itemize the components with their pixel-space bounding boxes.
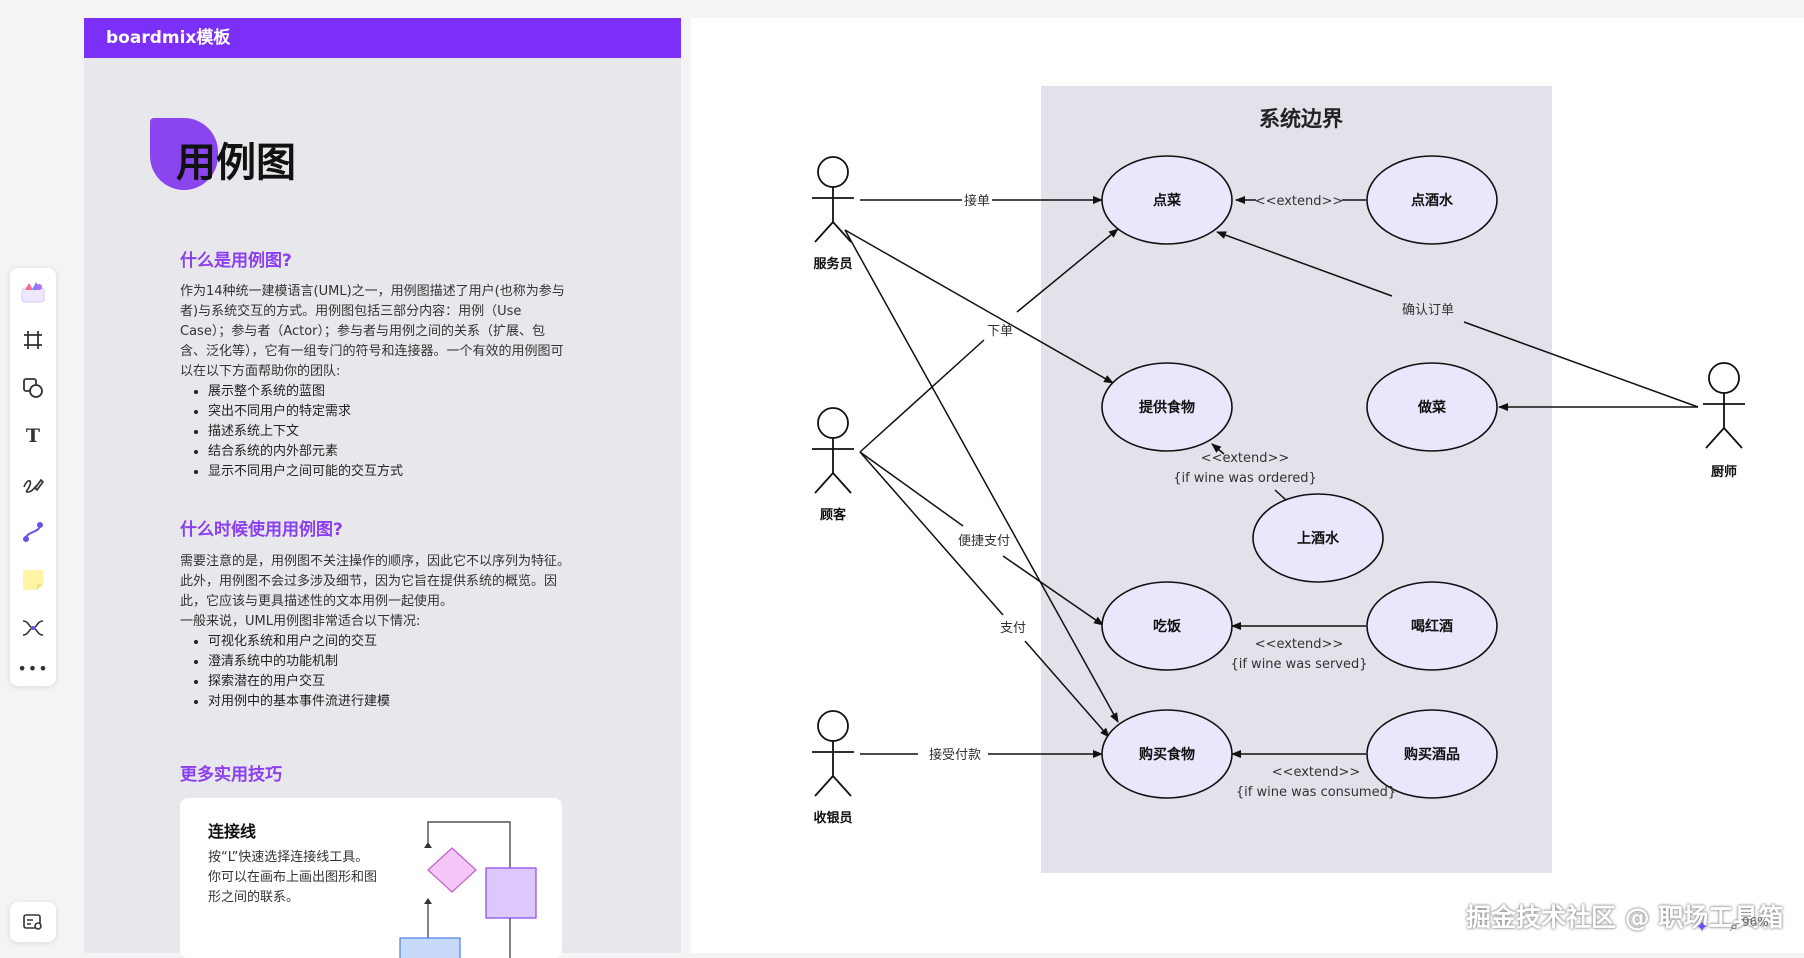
- usecase-order[interactable]: [1101, 155, 1233, 245]
- usecase-label: 购买酒品: [1404, 746, 1460, 763]
- list-item: 结合系统的内外部元素: [208, 442, 403, 462]
- tip-text: 按“L”快速选择连接线工具。你可以在画布上画出图形和图形之间的联系。: [208, 850, 378, 905]
- text-icon[interactable]: T: [25, 425, 41, 447]
- usecase-label: 吃饭: [1153, 618, 1182, 635]
- relation-label: 下单: [987, 324, 1013, 339]
- usecase-label: 提供食物: [1139, 399, 1195, 416]
- pen-icon[interactable]: [17, 468, 49, 500]
- list-item: 展示整个系统的蓝图: [208, 382, 403, 402]
- section-body: 作为14种统一建模语言(UML)之一，用例图描述了用户(也称为参与者)与系统交互…: [180, 284, 565, 379]
- relation-label: 便捷支付: [958, 534, 1010, 549]
- relation-label: 接单: [964, 193, 990, 209]
- actor-label: 厨师: [1711, 464, 1737, 480]
- zoom-icon[interactable]: ⌕: [1729, 917, 1739, 935]
- connector-icon[interactable]: [17, 516, 49, 548]
- relation-label: {if wine was served}: [1230, 657, 1367, 672]
- tip-title: 连接线: [208, 822, 257, 841]
- relation-label: {if wine was consumed}: [1236, 785, 1396, 800]
- relation-label: <<extend>>: [1255, 637, 1344, 652]
- zoom-level[interactable]: 96%: [1742, 915, 1769, 929]
- usecase-serve-food[interactable]: [1101, 362, 1233, 452]
- template-icon[interactable]: [17, 276, 49, 308]
- usecase-cook[interactable]: [1366, 362, 1498, 452]
- mindmap-icon[interactable]: [17, 612, 49, 644]
- usecase-label: 喝红酒: [1411, 618, 1453, 635]
- actor-chef[interactable]: [1703, 362, 1745, 449]
- relation-label: <<extend>>: [1272, 765, 1361, 780]
- list-item: 突出不同用户的特定需求: [208, 402, 403, 422]
- more-icon[interactable]: •••: [17, 658, 49, 678]
- list-item: 澄清系统中的功能机制: [208, 652, 390, 672]
- shape-icon[interactable]: [17, 372, 49, 404]
- actor-cashier[interactable]: [812, 710, 854, 797]
- list-item: 描述系统上下文: [208, 422, 403, 442]
- actor-customer[interactable]: [812, 407, 854, 494]
- relation-label: <<extend>>: [1201, 451, 1290, 466]
- usecase-label: 点酒水: [1411, 192, 1454, 209]
- relation-label: 确认订单: [1402, 303, 1454, 318]
- actor-label: 顾客: [820, 507, 847, 523]
- usecase-label: 上酒水: [1297, 530, 1340, 547]
- actor-label: 服务员: [813, 256, 852, 272]
- list-item: 可视化系统和用户之间的交互: [208, 632, 390, 652]
- watermark: 掘金技术社区 @ 职场工具箱: [1466, 903, 1784, 932]
- actor-label: 收银员: [813, 810, 852, 826]
- left-toolbar: T •••: [10, 268, 56, 686]
- relation-label: {if wine was ordered}: [1173, 471, 1317, 486]
- panel-header: boardmix模板: [84, 18, 681, 58]
- frame-icon[interactable]: [17, 324, 49, 356]
- list-item: 显示不同用户之间可能的交互方式: [208, 462, 403, 482]
- usecase-order-wine[interactable]: [1366, 155, 1498, 245]
- list-item: 对用例中的基本事件流进行建模: [208, 692, 390, 712]
- usecase-label: 点菜: [1153, 192, 1182, 209]
- boundary-title: 系统边界: [1259, 107, 1343, 131]
- minimap-icon[interactable]: [10, 902, 56, 942]
- usecase-serve-wine[interactable]: [1252, 493, 1384, 583]
- usecase-eat[interactable]: [1101, 581, 1233, 671]
- actor-waiter[interactable]: [812, 156, 854, 243]
- tip-card: 连接线 按“L”快速选择连接线工具。你可以在画布上画出图形和图形之间的联系。: [180, 798, 562, 958]
- panel-title: 用例图: [176, 140, 296, 186]
- bullet-list: 展示整个系统的蓝图 突出不同用户的特定需求 描述系统上下文 结合系统的内外部元素…: [194, 382, 403, 482]
- bullet-list: 可视化系统和用户之间的交互 澄清系统中的功能机制 探索潜在的用户交互 对用例中的…: [194, 632, 390, 712]
- section-heading: 更多实用技巧: [180, 765, 282, 785]
- usecase-drink[interactable]: [1366, 581, 1498, 671]
- ai-assistant-icon[interactable]: ✦: [1695, 916, 1709, 936]
- usecase-buy-wine[interactable]: [1366, 709, 1498, 799]
- usecase-label: 购买食物: [1139, 746, 1195, 763]
- section-body: 需要注意的是，用例图不关注操作的顺序，因此它不以序列为特征。此外，用例图不会过多…: [180, 554, 571, 609]
- section-body: 一般来说，UML用例图非常适合以下情况:: [180, 614, 421, 629]
- title-logo: [150, 118, 218, 190]
- template-panel: boardmix模板 用例图 什么是用例图? 作为14种统一建模语言(UML)之…: [84, 18, 681, 958]
- sticky-note-icon[interactable]: [17, 564, 49, 596]
- relation-label: <<extend>>: [1255, 194, 1344, 209]
- list-item: 探索潜在的用户交互: [208, 672, 390, 692]
- relation-label: 接受付款: [929, 747, 981, 763]
- usecase-label: 做菜: [1417, 399, 1447, 416]
- relation-label: 支付: [1000, 621, 1026, 636]
- usecase-buy-food[interactable]: [1101, 709, 1233, 799]
- section-heading: 什么是用例图?: [180, 251, 292, 271]
- section-heading: 什么时候使用用例图?: [180, 520, 343, 540]
